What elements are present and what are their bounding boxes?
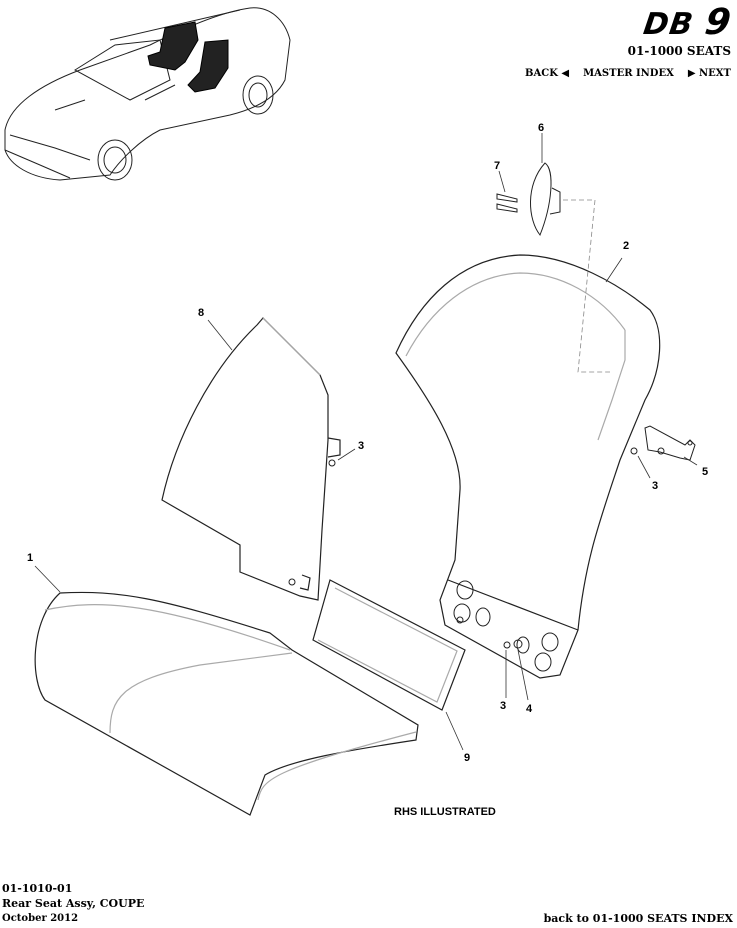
- callout-6: 6: [538, 122, 545, 134]
- db9-logo: DB 9: [641, 2, 734, 43]
- part-5-bracket: [644, 425, 696, 461]
- callout-7: 7: [494, 160, 501, 172]
- part-9-pad: [312, 579, 466, 711]
- part-1-cushion: [34, 591, 419, 816]
- callout-1: 1: [27, 552, 34, 564]
- callout-3-base: 3: [500, 700, 507, 712]
- callout-8: 8: [198, 307, 205, 319]
- back-link[interactable]: BACK ◀: [525, 68, 570, 79]
- logo-number: 9: [702, 2, 734, 43]
- part-8-side-panel: [161, 317, 341, 601]
- car-thumbnail: [4, 7, 291, 181]
- fasteners: [288, 447, 665, 649]
- logo-text: DB: [640, 7, 696, 42]
- part-code: 01-1010-01: [2, 882, 73, 895]
- master-index-link[interactable]: MASTER INDEX: [583, 68, 674, 79]
- part-7-screws: [496, 193, 518, 213]
- car-thumbnail-seats: [147, 21, 229, 93]
- rhs-illustrated-note: RHS ILLUSTRATED: [394, 806, 496, 818]
- part-title: Rear Seat Assy, COUPE: [2, 897, 145, 910]
- callout-3-side-panel: 3: [358, 440, 365, 452]
- back-to-seats-index-link[interactable]: back to 01-1000 SEATS INDEX: [543, 912, 733, 925]
- part-2-seat-back: [395, 254, 661, 679]
- callout-9: 9: [464, 752, 471, 764]
- callout-5: 5: [702, 466, 709, 478]
- publication-date: October 2012: [2, 913, 79, 924]
- next-link[interactable]: ▶ NEXT: [687, 68, 731, 79]
- section-title: 01-1000 SEATS: [627, 44, 731, 58]
- callout-leader-lines: [34, 133, 698, 751]
- part-6-handle: [530, 162, 561, 236]
- callout-2: 2: [623, 240, 630, 252]
- assembly-line-6-2: [563, 199, 610, 373]
- callout-3-bracket: 3: [652, 480, 659, 492]
- callout-4: 4: [526, 703, 533, 715]
- header-nav: BACK ◀ MASTER INDEX ▶ NEXT: [525, 68, 731, 79]
